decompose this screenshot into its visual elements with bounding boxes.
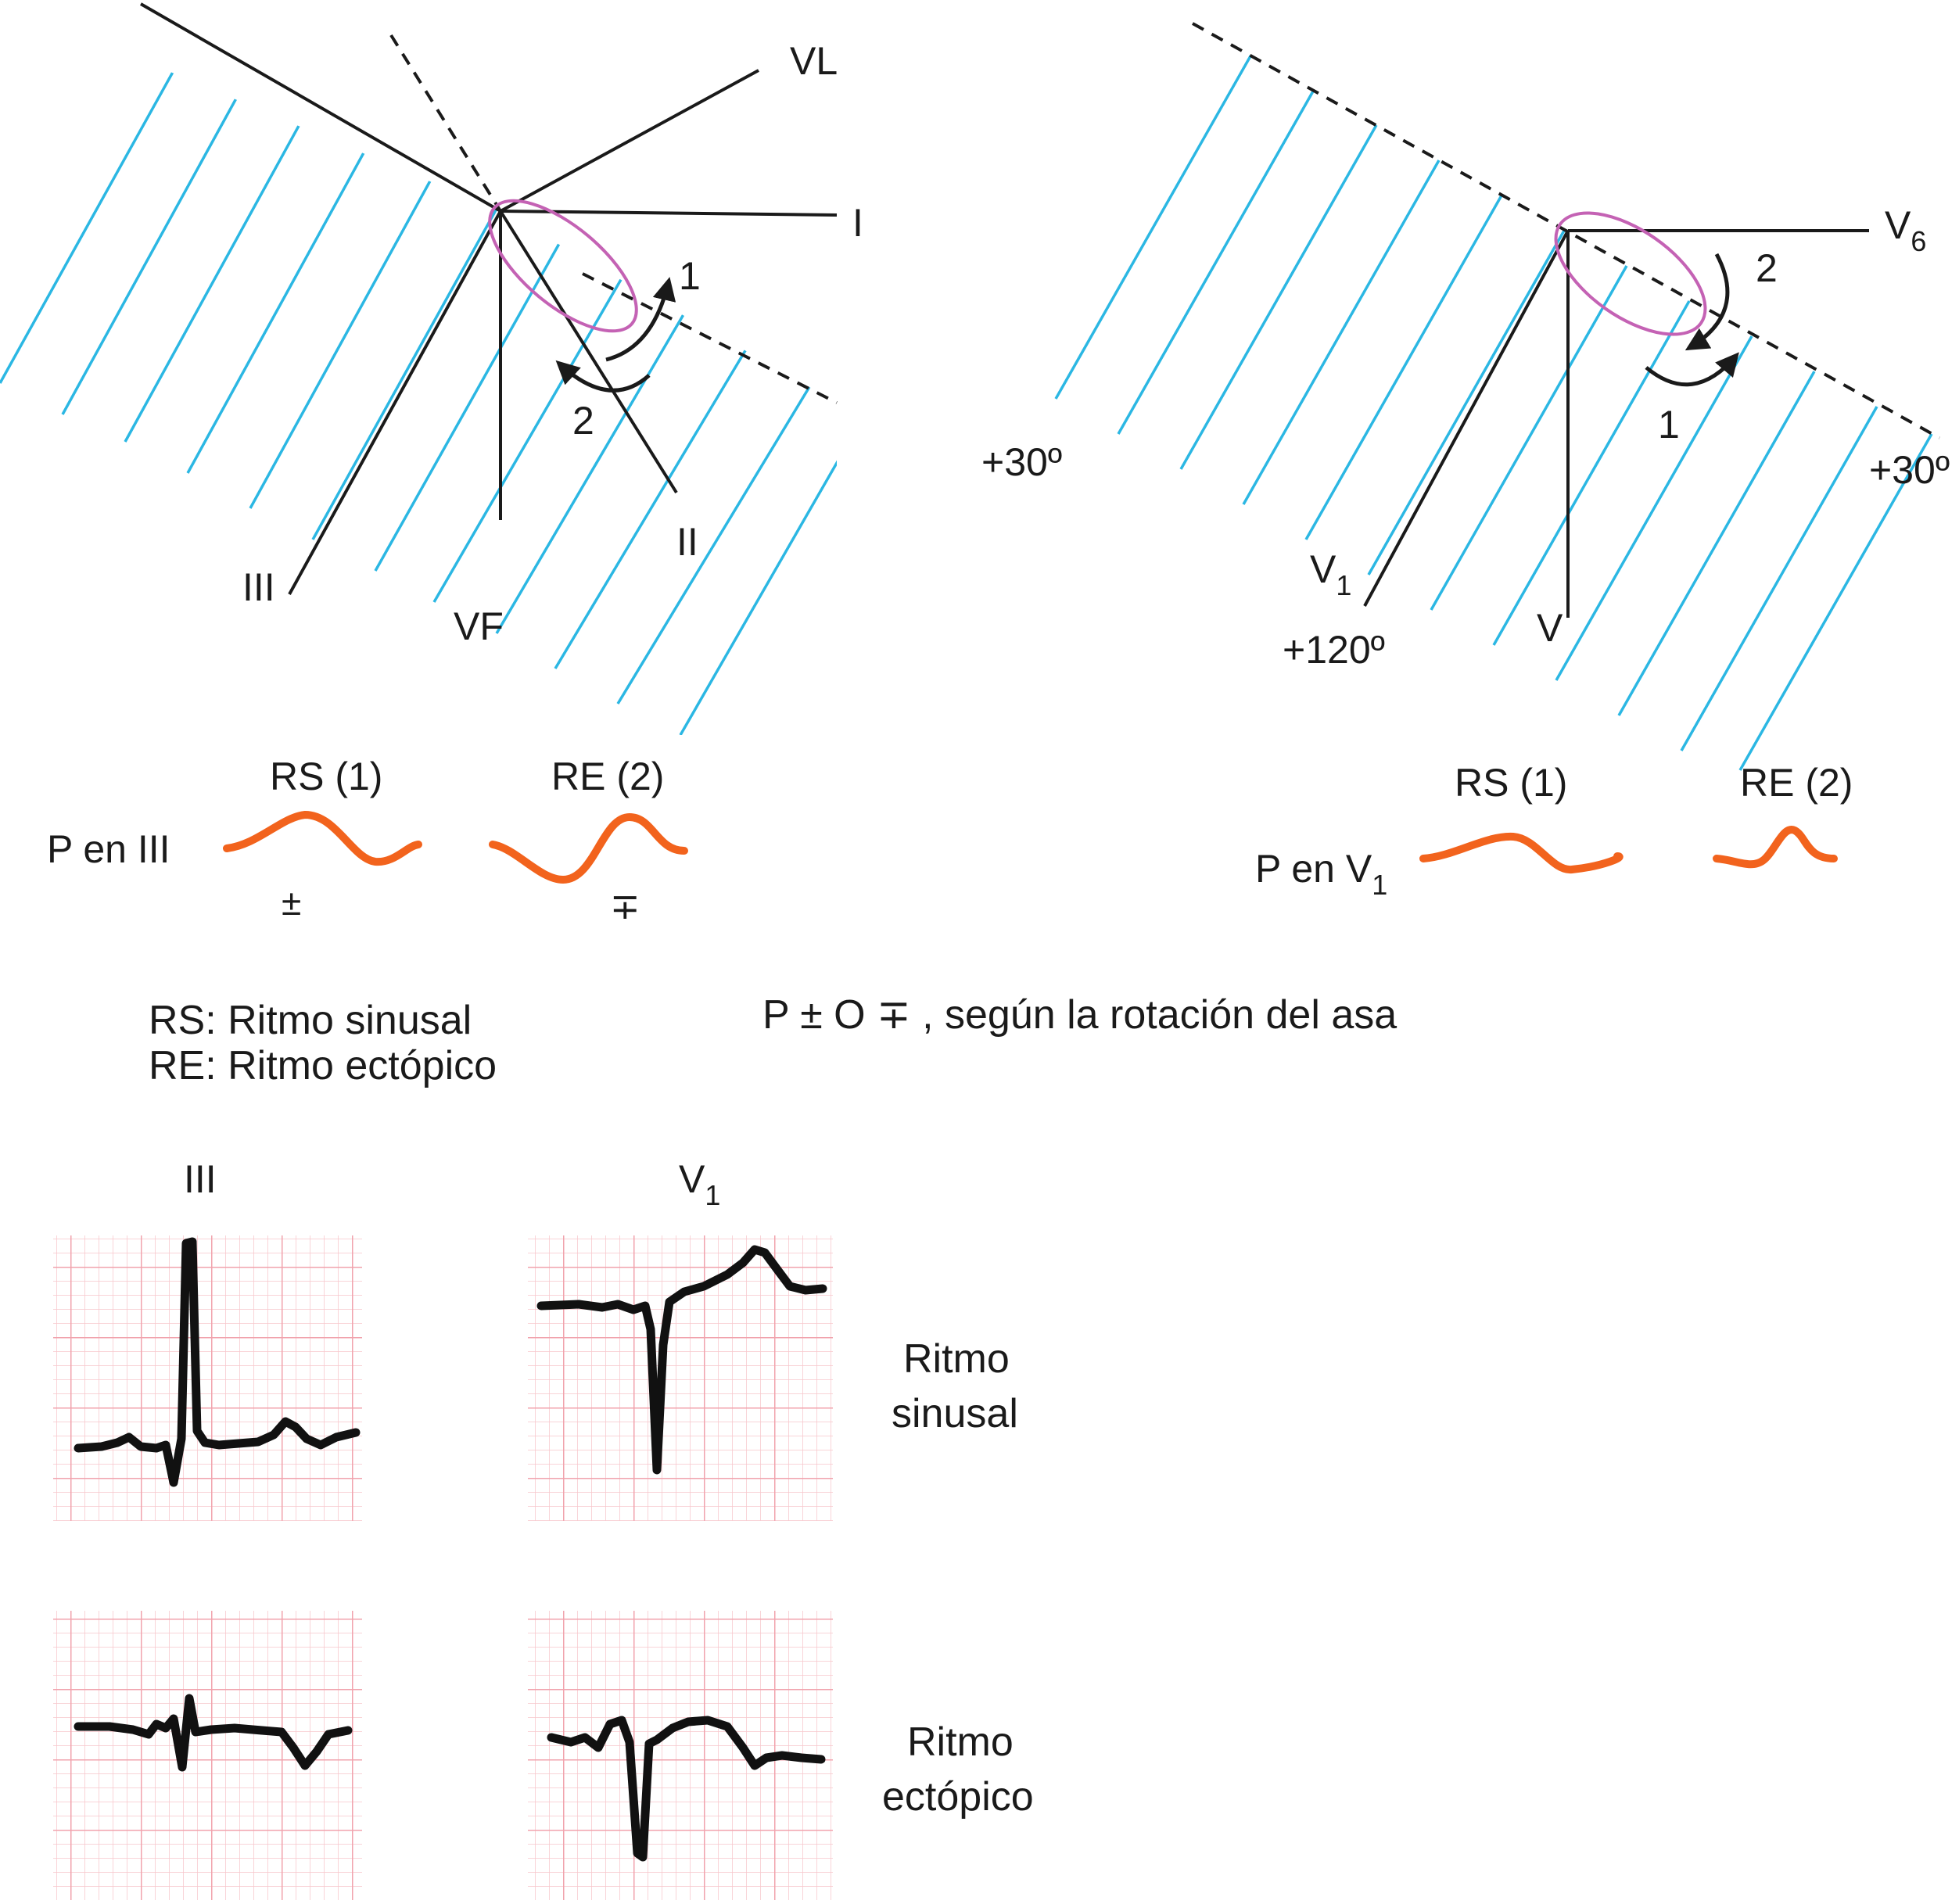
legend-rs: RS: Ritmo sinusal — [149, 998, 472, 1043]
rs-1-label-left: RS (1) — [270, 755, 382, 798]
lead-label-vf: VF — [454, 604, 504, 648]
ecg-row-sinus-line2: sinusal — [892, 1391, 1018, 1436]
ecg-trace-iii-ectopic — [74, 1694, 353, 1772]
left-rotation-arrow-2 — [555, 360, 651, 393]
lead-label-v6: V6 — [1885, 203, 1926, 257]
ecg-row-ectopic-line2: ectópico — [882, 1774, 1034, 1820]
ecg-column-v1: V1 — [679, 1157, 720, 1211]
lead-label-ii: II — [676, 520, 698, 564]
p-wave-v1-ectopic — [1713, 826, 1838, 869]
ecg-grid-iii-sinus — [53, 1235, 362, 1521]
lead-label-iii: III — [242, 565, 275, 609]
right-hatched-region — [1054, 54, 1933, 771]
right-lead-axes — [1192, 22, 1940, 618]
left-rotation-arrow-1 — [605, 277, 676, 362]
ecg-trace-v1-ectopic — [547, 1716, 826, 1862]
ecg-grid-v1-sinus — [528, 1235, 833, 1521]
ecg-trace-iii-sinus — [74, 1237, 361, 1487]
re-2-label-left: RE (2) — [551, 755, 664, 798]
right-rotation-label-2: 2 — [1756, 246, 1778, 290]
p-en-v1-label: P en V1 — [1255, 847, 1387, 901]
angle-label-right-30: +30º — [1869, 448, 1950, 492]
angle-label-120: +120º — [1283, 628, 1385, 672]
right-horizontal-diagram: V6 V1 V +30º +30º +120º 2 1 — [981, 22, 1950, 771]
left-p-loop — [488, 199, 638, 333]
legend-note: P ± O ∓ , según la rotación del asa — [762, 992, 1397, 1038]
p-en-iii-label: P en III — [47, 827, 170, 871]
ecg-trace-v1-sinus — [536, 1245, 827, 1475]
lead-label-vl: VL — [790, 39, 838, 83]
p-wave-lead-iii: P en III RS (1) RE (2) ± ∓ — [47, 755, 688, 927]
ecg-row-ectopic-line1: Ritmo — [907, 1719, 1014, 1765]
left-hexaxial-diagram: VL I II III VF 1 2 — [0, 2, 863, 735]
ecg-column-iii: III — [184, 1157, 217, 1201]
left-rotation-label-1: 1 — [679, 254, 701, 298]
pm-sign-left: ± — [282, 882, 301, 923]
p-wave-iii-ectopic — [489, 813, 688, 884]
ecg-panel: III V1 Ritmo sinusal Ritmo ectópico — [53, 1157, 1034, 1900]
legend: RS: Ritmo sinusal RE: Ritmo ectópico P ±… — [149, 992, 1397, 1088]
ecg-row-sinus-line1: Ritmo — [903, 1336, 1010, 1382]
right-rotation-label-1: 1 — [1658, 403, 1680, 446]
p-wave-v1-sinus — [1419, 832, 1624, 874]
left-hatched-region — [0, 30, 837, 735]
left-rotation-label-2: 2 — [572, 399, 594, 443]
p-wave-iii-sinus — [223, 811, 422, 866]
right-rotation-arrow-1 — [1645, 352, 1739, 387]
right-rotation-arrow-2 — [1685, 253, 1730, 351]
left-lead-axes — [140, 2, 838, 595]
lead-label-i: I — [852, 201, 863, 245]
mp-sign-left: ∓ — [610, 886, 640, 927]
right-p-loop — [1554, 211, 1707, 336]
lead-label-v1: V1 — [1310, 547, 1351, 601]
rs-1-label-right: RS (1) — [1455, 761, 1567, 805]
lead-label-v: V — [1537, 606, 1563, 650]
angle-label-left-30: +30º — [981, 440, 1062, 484]
legend-re: RE: Ritmo ectópico — [149, 1043, 497, 1088]
re-2-label-right: RE (2) — [1740, 761, 1853, 805]
p-wave-lead-v1: P en V1 RS (1) RE (2) — [1255, 761, 1853, 901]
